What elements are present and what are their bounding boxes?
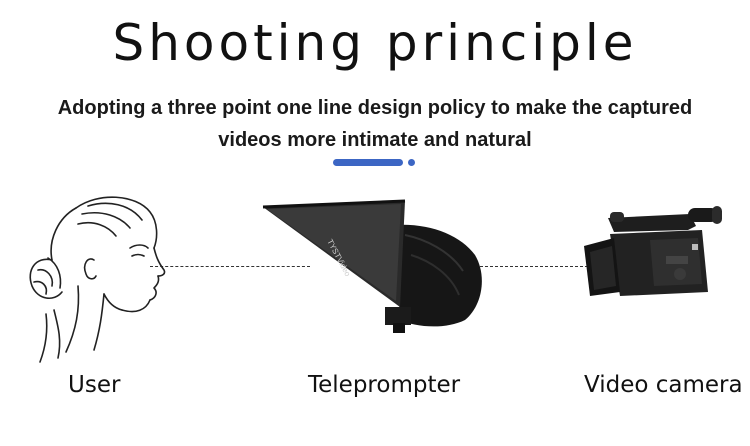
page-title: Shooting principle bbox=[112, 14, 638, 72]
accent-bar bbox=[333, 159, 403, 166]
label-user: User bbox=[68, 372, 121, 398]
sight-line-user-to-teleprompter bbox=[150, 266, 310, 267]
video-camera-icon bbox=[584, 206, 722, 296]
label-video-camera: Video camera bbox=[584, 372, 743, 398]
teleprompter-hood-icon: TYSTVideo bbox=[262, 199, 482, 333]
user-face-sketch-icon bbox=[29, 196, 166, 363]
accent-dot bbox=[408, 159, 415, 166]
label-teleprompter: Teleprompter bbox=[308, 372, 461, 398]
sight-line-teleprompter-to-camera bbox=[470, 266, 588, 267]
page-subtitle: Adopting a three point one line design p… bbox=[57, 97, 693, 151]
